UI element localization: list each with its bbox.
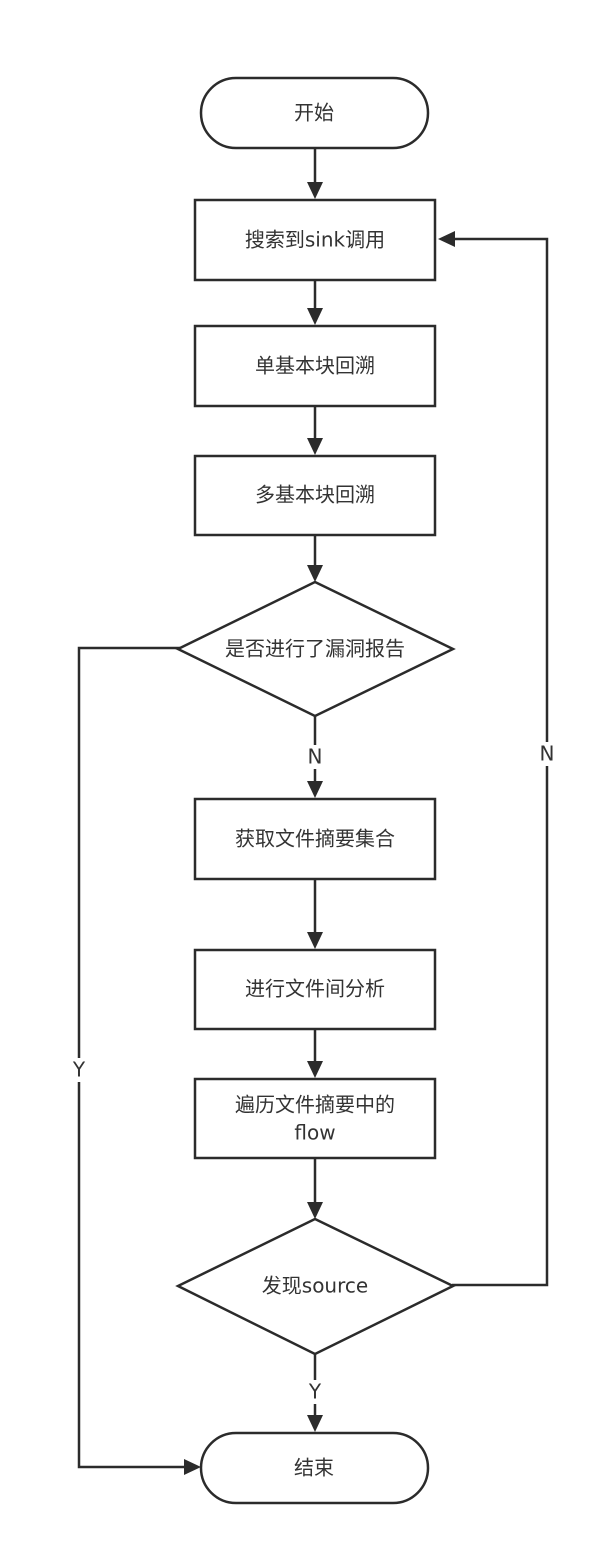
arrow-head [307, 182, 323, 199]
edge-decision-yes-to-end [77, 646, 184, 1469]
edge-labels: N Y Y N [70, 742, 556, 1404]
traverse-flow-label-line1: 遍历文件摘要中的 [235, 1093, 395, 1117]
arrow-head [307, 1202, 323, 1219]
traverse-flow-step: 遍历文件摘要中的 flow [193, 1077, 437, 1160]
inter-file-step: 进行文件间分析 [193, 948, 437, 1031]
get-summaries-label: 获取文件摘要集合 [235, 827, 395, 851]
single-block-step: 单基本块回溯 [193, 324, 437, 408]
arrow-head [184, 1459, 201, 1475]
find-source-label: 发现source [262, 1274, 368, 1298]
edge-label-source-no: N [540, 742, 555, 766]
arrow-head [307, 1061, 323, 1078]
arrow-head [307, 932, 323, 949]
edge-label-vuln-yes: Y [72, 1058, 86, 1082]
edge-source-no-to-search [452, 237, 549, 1287]
multi-block-label: 多基本块回溯 [255, 483, 375, 507]
inter-file-label: 进行文件间分析 [245, 977, 385, 1001]
edge-label-source-yes: Y [308, 1380, 322, 1404]
start-label: 开始 [294, 101, 334, 125]
vuln-reported-decision: 是否进行了漏洞报告 [175, 580, 456, 718]
arrow-head [438, 231, 455, 247]
find-source-decision: 发现source [175, 1217, 456, 1356]
start-terminal: 开始 [199, 76, 430, 150]
nodes: 开始 搜索到sink调用 单基本块回溯 多基本块回溯 是否进行了漏洞报告 获取文… [175, 76, 456, 1505]
arrow-head [307, 781, 323, 798]
arrow-head [307, 308, 323, 325]
vuln-reported-label: 是否进行了漏洞报告 [225, 637, 405, 661]
get-summaries-step: 获取文件摘要集合 [193, 797, 437, 881]
end-label: 结束 [294, 1456, 334, 1480]
arrow-head [307, 1415, 323, 1432]
arrow-head [307, 565, 323, 582]
search-sink-label: 搜索到sink调用 [245, 228, 385, 252]
traverse-flow-label-line2: flow [294, 1121, 335, 1145]
end-terminal: 结束 [199, 1431, 430, 1505]
arrow-head [307, 438, 323, 455]
single-block-label: 单基本块回溯 [255, 354, 375, 378]
search-sink-step: 搜索到sink调用 [193, 198, 437, 282]
multi-block-step: 多基本块回溯 [193, 454, 437, 537]
edge-label-vuln-no: N [308, 745, 323, 769]
